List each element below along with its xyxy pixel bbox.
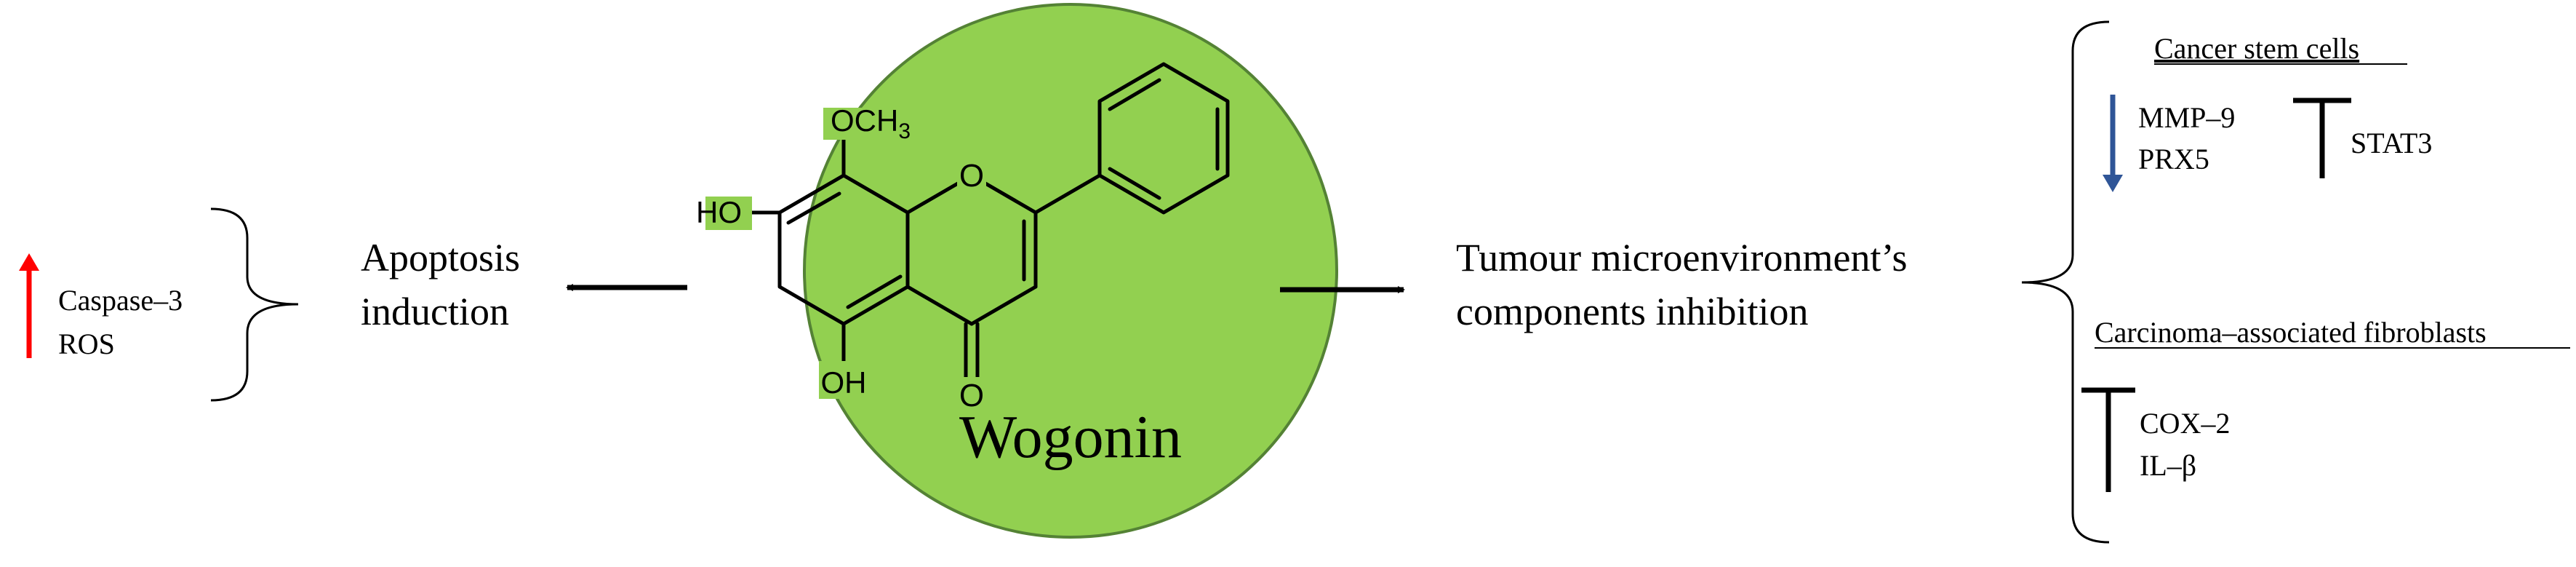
ring-oxygen-label: O <box>959 158 984 194</box>
methoxy-label: OCH3 <box>831 103 911 143</box>
cox-2-label: COX–2 <box>2140 407 2230 440</box>
apoptosis-title-line1: Apoptosis <box>361 236 520 279</box>
prx5-label: PRX5 <box>2138 143 2209 175</box>
tumour-title-line1: Tumour microenvironment’s <box>1456 236 1907 279</box>
methoxy-text: OCH <box>831 103 898 138</box>
caspase-3-label: Caspase–3 <box>58 284 183 317</box>
right-brace <box>2021 20 2110 544</box>
apoptosis-title-line2: induction <box>361 290 509 333</box>
tumour-title-line2: components inhibition <box>1456 290 1808 333</box>
upregulation-arrow-head <box>19 253 39 271</box>
wogonin-structure <box>738 62 1230 388</box>
ros-label: ROS <box>58 328 115 360</box>
carcinoma-fibroblasts-heading: Carcinoma–associated fibroblasts <box>2095 316 2487 349</box>
il-beta-label: IL–β <box>2140 449 2196 482</box>
downregulation-arrow-head <box>2103 175 2123 192</box>
hydroxyl-top-label: HO <box>696 195 742 229</box>
cancer-stem-cells-heading: Cancer stem cells <box>2154 32 2359 65</box>
left-brace <box>210 207 299 402</box>
mmp-9-label: MMP–9 <box>2138 101 2235 134</box>
hydroxyl-bottom-label: OH <box>821 365 867 400</box>
wogonin-name: Wogonin <box>959 403 1182 471</box>
carbonyl-oxygen-label: O <box>959 378 984 413</box>
methoxy-subscript: 3 <box>898 119 911 143</box>
stat3-label: STAT3 <box>2351 127 2432 159</box>
